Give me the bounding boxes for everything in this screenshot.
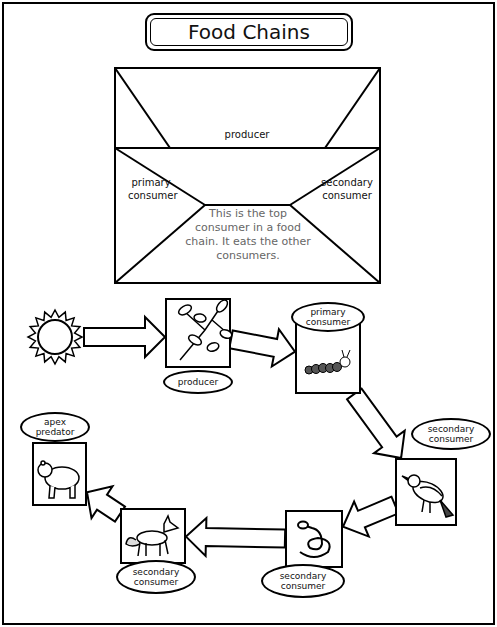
bird-wing xyxy=(420,487,442,496)
leaf xyxy=(219,328,233,340)
fold-line xyxy=(115,147,380,149)
organism-box: primary consumer xyxy=(295,322,361,394)
caterpillar-segment xyxy=(319,364,328,373)
bird-beak xyxy=(402,476,412,482)
caterpillar-segment xyxy=(312,365,321,374)
flow-arrow xyxy=(186,518,285,556)
caterpillar-head xyxy=(340,357,350,367)
energy-arrow xyxy=(84,317,165,357)
organism-box: secondary consumer xyxy=(120,508,186,564)
foldable-border xyxy=(115,68,380,283)
role-label: apex predator xyxy=(20,412,90,442)
fox-tail xyxy=(126,538,140,546)
bear-ear xyxy=(41,461,45,465)
bear-body xyxy=(45,467,79,489)
flow-arrow xyxy=(347,389,405,458)
role-label: secondary consumer xyxy=(411,418,491,450)
bear-head xyxy=(38,463,52,477)
snake-body xyxy=(300,526,330,557)
title-frame: Food Chains xyxy=(145,13,353,51)
fold-line xyxy=(205,204,290,206)
title-inner-frame: Food Chains xyxy=(150,18,348,46)
fox-drawing xyxy=(126,516,178,556)
flow-arrow xyxy=(229,329,295,366)
bear-leg xyxy=(49,485,75,498)
bird-drawing xyxy=(402,475,453,517)
organism-box: apex predator xyxy=(32,442,87,506)
sun-rays xyxy=(28,310,82,364)
caterpillar-antenna xyxy=(342,350,350,357)
fold-line xyxy=(325,68,380,148)
role-label: secondary consumer xyxy=(261,564,345,598)
flap-label: secondary consumer xyxy=(318,176,376,202)
leaf xyxy=(177,303,193,317)
fox-head xyxy=(164,516,178,532)
title-text: Food Chains xyxy=(188,20,310,44)
caterpillar-segment xyxy=(326,364,335,373)
sun-disc xyxy=(38,320,72,354)
snake-head xyxy=(298,522,308,529)
organism-box: secondary consumer xyxy=(285,510,343,568)
leaf xyxy=(187,333,203,347)
caterpillar-segment xyxy=(305,366,313,374)
snake-drawing xyxy=(298,522,330,558)
bird-head xyxy=(408,475,420,487)
fold-line xyxy=(115,68,170,148)
branch-drawing xyxy=(177,298,233,360)
bird-body xyxy=(410,477,447,507)
leaf xyxy=(206,341,220,353)
leaf xyxy=(214,298,229,314)
bird-tail xyxy=(440,500,453,517)
foldable-outline xyxy=(115,68,380,283)
caterpillar-drawing xyxy=(305,350,350,374)
fox-leg xyxy=(138,540,168,556)
fox-body xyxy=(137,531,167,545)
flap-label: primary consumer xyxy=(128,176,174,202)
fold-line xyxy=(290,148,380,205)
caterpillar-segment xyxy=(333,363,342,372)
fold-line xyxy=(115,148,205,205)
role-label: producer xyxy=(163,370,233,394)
sun-symbol xyxy=(28,310,82,364)
flap-note: This is the top consumer in a food chain… xyxy=(184,207,312,263)
bird-leg xyxy=(422,500,430,513)
bear-drawing xyxy=(38,461,79,498)
organism-box: secondary consumer xyxy=(395,458,457,526)
flow-arrow xyxy=(343,497,399,537)
page-border xyxy=(3,3,494,624)
role-label: secondary consumer xyxy=(116,560,196,594)
organism-box: producer xyxy=(165,298,231,368)
branch-stem xyxy=(180,305,226,360)
flap-label: producer xyxy=(197,128,297,141)
role-label: primary consumer xyxy=(291,302,365,332)
leaf xyxy=(193,313,206,323)
